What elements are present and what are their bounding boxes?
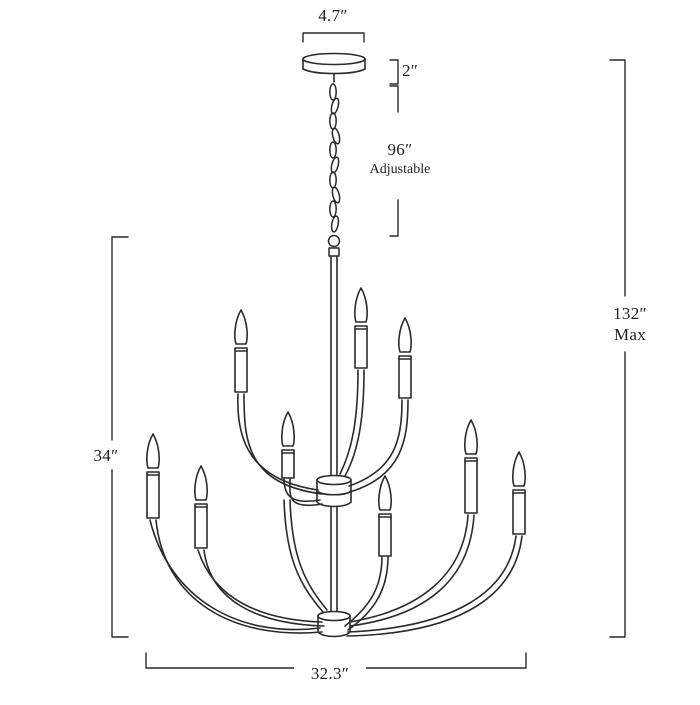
canopy-width-label: 4.7″ (318, 6, 348, 25)
chain-length-label: 96″ Adjustable (360, 140, 440, 180)
candle-lower-center (378, 475, 392, 557)
lower-arms (149, 499, 523, 637)
candle-upper-left (234, 309, 248, 393)
chain-length-bracket-bottom (389, 199, 399, 237)
max-height-note: Max (613, 325, 647, 344)
chain (327, 83, 341, 257)
ceiling-canopy (302, 52, 366, 83)
upper-hub (316, 474, 352, 508)
canopy-height-bracket (389, 59, 399, 85)
candle-middle-left (281, 411, 295, 479)
lower-hub (317, 610, 351, 638)
chain-length-bracket-top (389, 85, 399, 113)
max-height-bracket-top (609, 59, 626, 297)
fixture-height-label: 34″ (93, 446, 119, 465)
fixture-width-label: 32.3″ (294, 664, 366, 684)
candle-lower-left (194, 465, 208, 549)
candle-upper-center (354, 287, 368, 369)
max-height-label: 132″ Max (600, 303, 660, 345)
dimension-lines (111, 32, 626, 669)
chain-length-value: 96″ (387, 140, 413, 159)
fixture-height-bracket-bottom (111, 469, 129, 638)
candle-lower-right (464, 419, 478, 514)
candle-lower-far-right (512, 451, 526, 535)
max-height-value: 132″ (613, 304, 647, 323)
canopy-height-label: 2″ (402, 61, 419, 80)
chain-adjustable-note: Adjustable (369, 162, 431, 177)
fixture-height-bracket-top (111, 236, 129, 441)
candle-lower-far-left (146, 433, 160, 519)
max-height-bracket-bottom (609, 351, 626, 638)
candle-upper-right (398, 317, 412, 399)
upper-arms (237, 369, 409, 507)
canopy-width-bracket (302, 32, 365, 43)
center-stem (330, 255, 338, 613)
